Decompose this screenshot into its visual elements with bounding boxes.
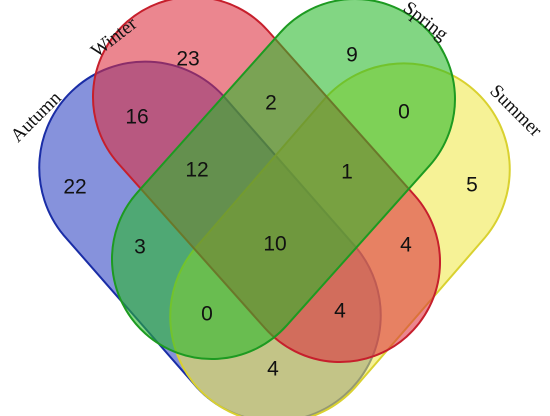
count-spring-only: 9 [346,44,358,67]
count-autumn-spring-summer: 0 [201,303,213,326]
count-autumn-only: 22 [63,176,86,199]
venn-shapes [38,0,511,416]
count-winter-spring-summer: 1 [341,161,353,184]
count-spring-summer: 0 [398,101,410,124]
count-all-four: 10 [263,233,286,256]
count-winter-only: 23 [176,48,199,71]
count-autumn-winter-summer: 4 [334,300,346,323]
count-summer-only: 5 [466,174,478,197]
count-autumn-summer: 4 [267,358,279,381]
count-autumn-spring: 3 [134,236,146,259]
count-autumn-winter: 16 [125,106,148,129]
spring-set-shape [111,0,456,360]
count-winter-spring: 2 [265,92,277,115]
region-counts: 23 9 16 2 0 22 12 1 5 3 10 4 0 4 4 [63,44,478,381]
count-winter-summer: 4 [400,234,412,257]
count-autumn-winter-spring: 12 [185,159,208,182]
